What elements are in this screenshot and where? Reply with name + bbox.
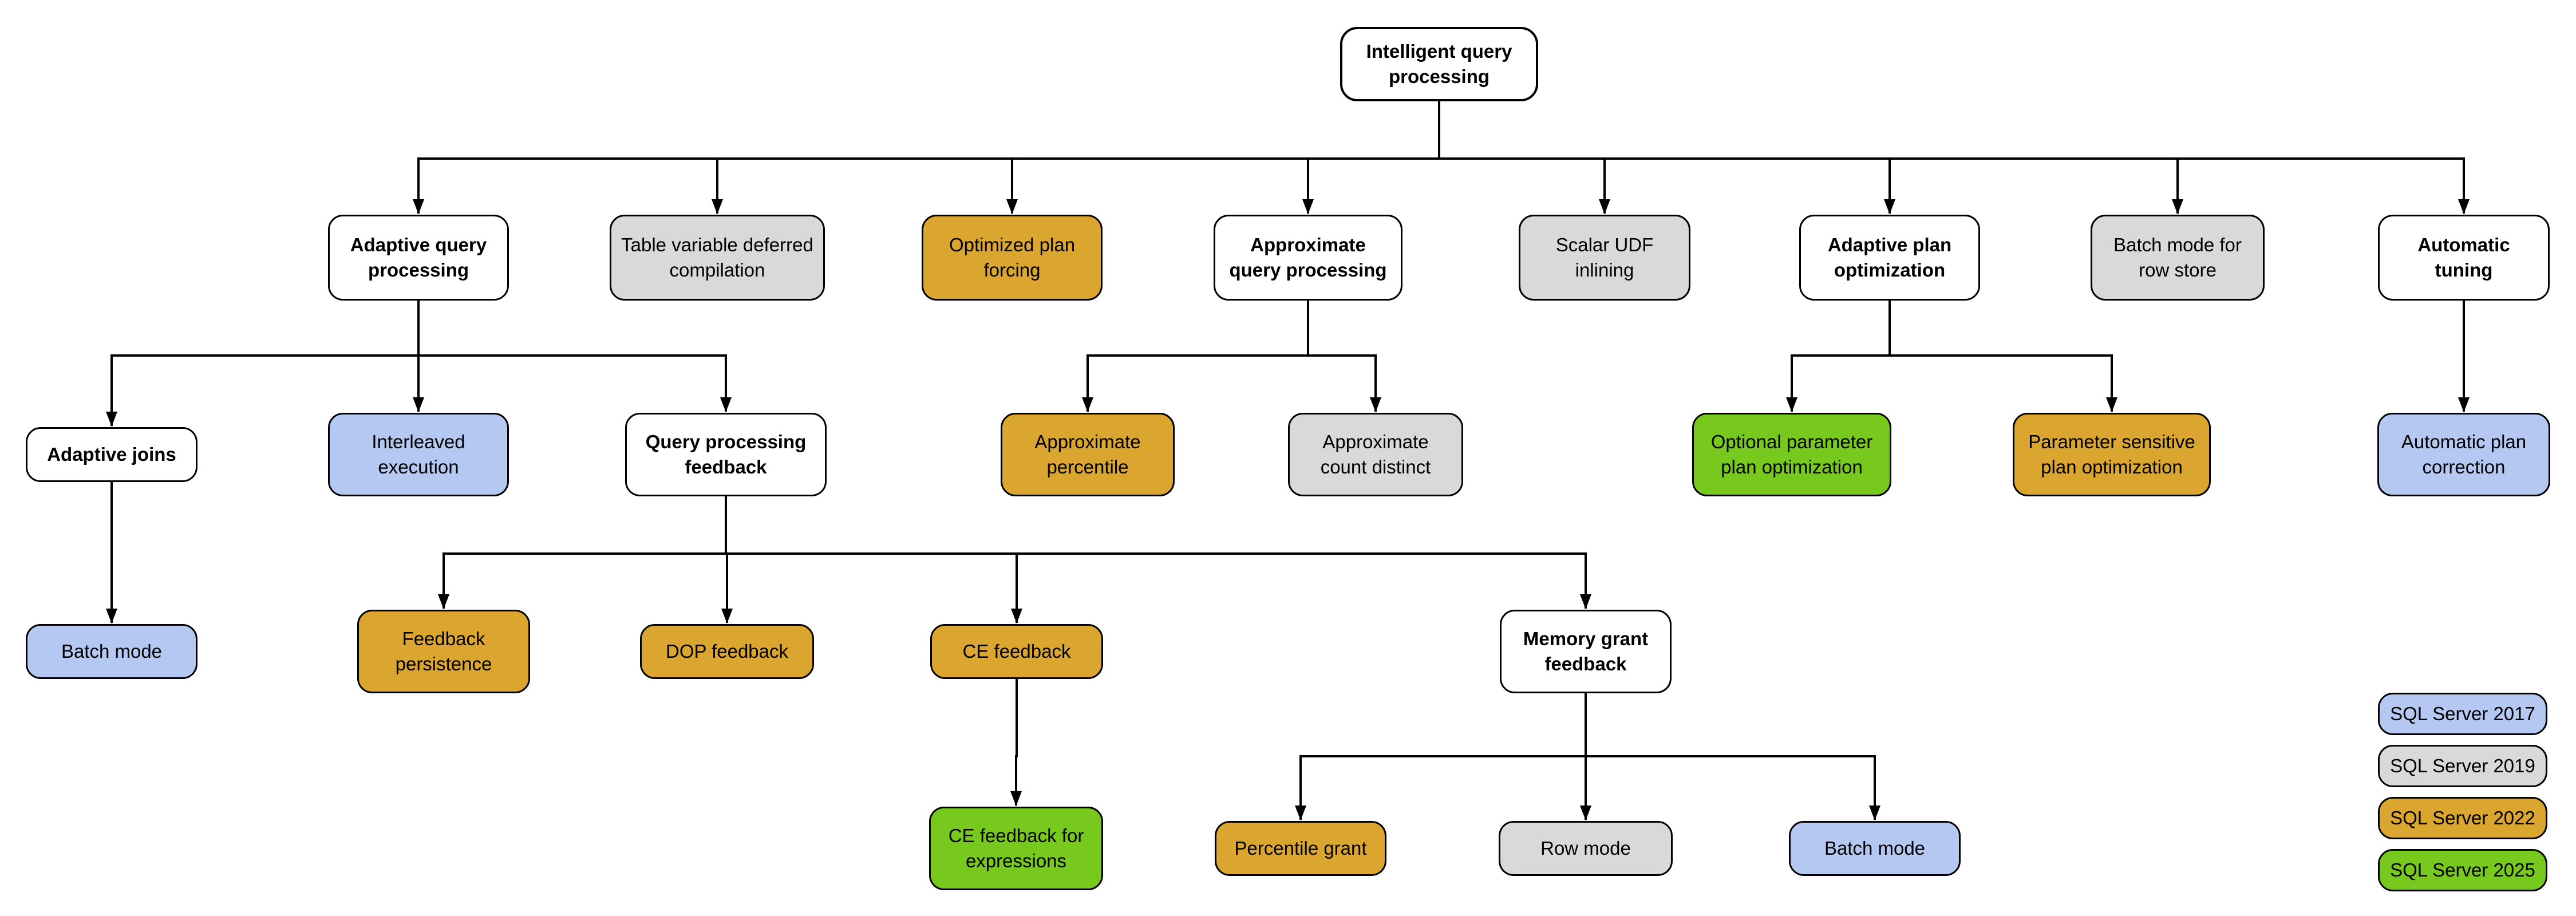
diagram-node-fp: Feedback persistence: [357, 610, 530, 693]
diagram-node-bmrs: Batch mode for row store: [2091, 215, 2265, 301]
legend-label: SQL Server 2019: [2390, 755, 2535, 776]
connector-aqproc-acd: [1307, 301, 1381, 412]
node-label: DOP feedback: [665, 641, 789, 662]
diagram-node-ie: Interleaved execution: [328, 413, 509, 496]
diagram-node-aqproc: Approximate query processing: [1214, 215, 1402, 301]
diagram-node-bm1: Batch mode: [26, 624, 197, 679]
diagram-node-apc: Automatic plan correction: [2377, 413, 2550, 496]
node-label: Table variable deferred compilation: [621, 234, 813, 281]
legend-label: SQL Server 2022: [2390, 807, 2535, 828]
node-label: Automatic plan correction: [2401, 431, 2527, 477]
diagram-node-sudf: Scalar UDF inlining: [1519, 215, 1690, 301]
diagram-node-oppo: Optional parameter plan optimization: [1692, 413, 1891, 496]
connector-apo-oppo: [1786, 301, 1891, 412]
node-label: Optional parameter plan optimization: [1710, 431, 1873, 477]
diagram-node-dopf: DOP feedback: [640, 624, 814, 679]
node-label: Adaptive query processing: [350, 234, 487, 281]
diagram-node-iqp: Intelligent query processing: [1340, 27, 1538, 101]
node-label: Adaptive plan optimization: [1827, 234, 1952, 281]
node-label: Query processing feedback: [645, 431, 807, 477]
node-label: Approximate query processing: [1229, 234, 1387, 281]
node-label: Adaptive joins: [47, 444, 176, 465]
diagram-node-acd: Approximate count distinct: [1288, 413, 1463, 496]
legend-item-v2019: SQL Server 2019: [2378, 745, 2547, 787]
node-label: Intelligent query processing: [1366, 41, 1512, 87]
connector-aqproc-ap: [1082, 301, 1309, 412]
node-label: Batch mode for row store: [2113, 234, 2242, 281]
node-label: Approximate percentile: [1034, 431, 1141, 477]
diagram-node-apo: Adaptive plan optimization: [1799, 215, 1980, 301]
node-label: Parameter sensitive plan optimization: [2028, 431, 2195, 477]
legend-item-v2025: SQL Server 2025: [2378, 849, 2547, 891]
connector-qpf-mgf: [725, 496, 1591, 609]
diagram-node-ap: Approximate percentile: [1001, 413, 1175, 496]
connector-aqp-aj: [106, 301, 420, 427]
diagram-node-bm2: Batch mode: [1789, 821, 1961, 876]
connector-mgf-pg: [1295, 693, 1587, 820]
node-label: CE feedback for expressions: [948, 825, 1084, 871]
legend-item-v2017: SQL Server 2017: [2378, 693, 2547, 735]
connector-mgf-bm2: [1585, 693, 1880, 820]
connector-qpf-fp: [438, 496, 727, 609]
node-label: Feedback persistence: [395, 628, 492, 674]
node-label: Batch mode: [61, 641, 163, 662]
node-label: Row mode: [1540, 838, 1631, 859]
node-label: Automatic tuning: [2417, 234, 2510, 281]
diagram-node-at: Automatic tuning: [2378, 215, 2550, 301]
diagram-node-opf: Optimized plan forcing: [922, 215, 1103, 301]
diagram-node-aj: Adaptive joins: [26, 427, 197, 482]
node-label: Interleaved execution: [372, 431, 465, 477]
connector-aqp-qpf: [417, 301, 732, 412]
legend-label: SQL Server 2017: [2390, 703, 2535, 724]
diagram-node-pg: Percentile grant: [1215, 821, 1386, 876]
diagram-node-tvdc: Table variable deferred compilation: [610, 215, 825, 301]
connector-iqp-aqproc: [1302, 101, 1440, 214]
legend-label: SQL Server 2025: [2390, 859, 2535, 881]
connector-iqp-at: [1438, 101, 2470, 214]
diagram-node-pspo: Parameter sensitive plan optimization: [2013, 413, 2211, 496]
legend-item-v2022: SQL Server 2022: [2378, 797, 2547, 839]
node-label: Batch mode: [1824, 838, 1926, 859]
diagram-node-cefe: CE feedback for expressions: [929, 807, 1103, 890]
diagram-node-rm: Row mode: [1499, 821, 1673, 876]
node-label: Percentile grant: [1234, 838, 1367, 859]
node-label: Scalar UDF inlining: [1555, 234, 1654, 281]
connector-cef-cefe: [1010, 679, 1022, 806]
connector-apo-pspo: [1888, 301, 2117, 412]
diagram-node-cef: CE feedback: [930, 624, 1103, 679]
diagram-node-qpf: Query processing feedback: [625, 413, 827, 496]
node-label: Optimized plan forcing: [949, 234, 1076, 281]
node-label: CE feedback: [962, 641, 1071, 662]
connector-qpf-cef: [725, 496, 1022, 623]
node-label: Approximate count distinct: [1320, 431, 1431, 477]
diagram-node-mgf: Memory grant feedback: [1500, 610, 1672, 693]
diagram-node-aqp: Adaptive query processing: [328, 215, 509, 301]
node-label: Memory grant feedback: [1523, 628, 1649, 674]
